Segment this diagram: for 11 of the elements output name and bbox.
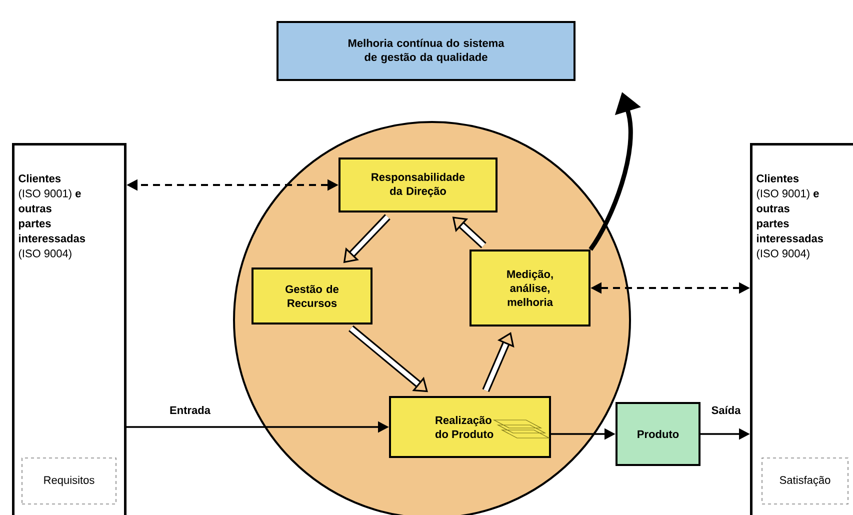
process-box: Gestão de Recursos (252, 268, 372, 324)
dashed-box: Requisitos (22, 458, 116, 504)
process-box: Realização do Produto (389, 396, 551, 458)
dashed-box: Satisfação (762, 458, 848, 504)
process-box: Produto (616, 402, 700, 466)
title-box: Melhoria contínua do sistema de gestão da qualidade (276, 21, 576, 81)
process-box: Medição, análise, melhoria (470, 250, 590, 326)
process-box: Responsabilidade da Direção (338, 158, 498, 212)
edge-label: Entrada (168, 404, 212, 416)
block-arrow (348, 325, 428, 392)
edge-label: Saída (710, 404, 742, 416)
